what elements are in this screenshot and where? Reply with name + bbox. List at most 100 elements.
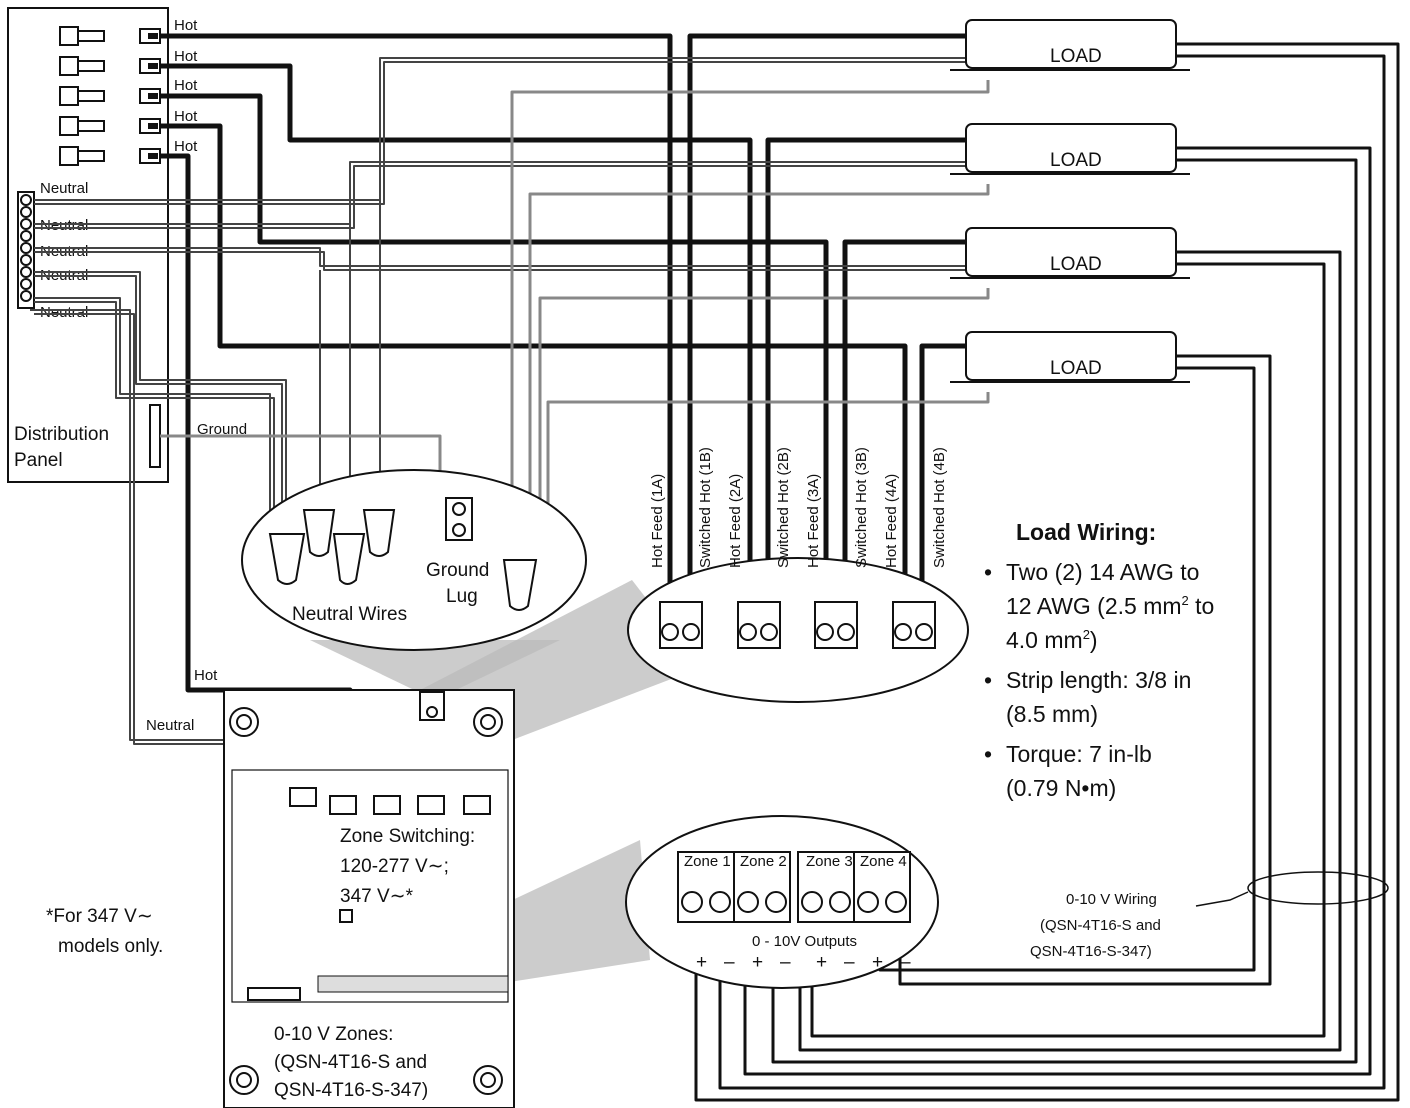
terminal-label: Switched Hot (4B) — [931, 447, 948, 568]
breaker — [59, 146, 161, 166]
polarity: – — [724, 952, 735, 973]
bullet-line: 4.0 mm2) — [1006, 627, 1098, 653]
polarity: + — [696, 952, 707, 973]
polarity: + — [752, 952, 763, 973]
zone-output-label: Zone 4 — [860, 853, 907, 870]
bullet-line: Strip length: 3/8 in — [1006, 667, 1191, 693]
panel-title-line2: Panel — [14, 450, 63, 471]
terminal-label: Hot Feed (1A) — [649, 474, 666, 568]
neutral-bus-bar — [17, 191, 35, 309]
wire-nut — [502, 559, 538, 611]
wiring010-label: QSN-4T16-S-347) — [1030, 943, 1152, 960]
zone-switching-label: 347 V∼* — [340, 886, 414, 907]
screw-terminal — [709, 891, 731, 913]
device-neutral-label: Neutral — [146, 717, 194, 734]
outputs-callout: Zone 1 Zone 2 Zone 3 Zone 4 0 - 10V Outp… — [625, 815, 939, 989]
neutral-wires-label: Neutral Wires — [292, 604, 407, 625]
zones010-label: (QSN-4T16-S and — [274, 1052, 427, 1073]
hot-label: Hot — [174, 108, 198, 125]
load-fixture: LOAD — [950, 227, 1190, 279]
load-label: LOAD — [1050, 150, 1102, 171]
neutral-label: Neutral — [40, 304, 88, 321]
device-enclosure — [223, 689, 515, 1108]
zone-output-label: Zone 1 — [684, 853, 731, 870]
breaker — [59, 86, 161, 106]
zoom-wedge — [310, 640, 560, 700]
bullet-line: 12 AWG (2.5 mm2 to — [1006, 593, 1214, 619]
neutral-label: Neutral — [40, 180, 88, 197]
bullet-line: Torque: 7 in-lb — [1006, 741, 1152, 767]
wire-bundle-callout — [1247, 871, 1389, 905]
wire-nut — [362, 509, 396, 557]
device-terminal — [463, 795, 491, 815]
load-fixture: LOAD — [950, 123, 1190, 175]
load-fixture: LOAD — [950, 19, 1190, 71]
breaker — [59, 116, 161, 136]
device-terminal — [417, 795, 445, 815]
hot-label: Hot — [174, 48, 198, 65]
wiring010-label: 0-10 V Wiring — [1066, 891, 1157, 908]
bullet-line: (0.79 N•m) — [1006, 775, 1116, 801]
ground-lug-label: Lug — [446, 586, 478, 607]
breaker — [59, 56, 161, 76]
bullet: • — [984, 559, 992, 585]
terminal-label: Hot Feed (3A) — [805, 474, 822, 568]
polarity: – — [844, 952, 855, 973]
terminal-block — [892, 601, 936, 649]
load-fixture: LOAD — [950, 331, 1190, 383]
load-wiring-title: Load Wiring: — [1016, 519, 1156, 545]
hot-label: Hot — [174, 17, 198, 34]
ground-lug-label: Ground — [426, 560, 489, 581]
terminal-label: Switched Hot (1B) — [697, 447, 714, 568]
control-wires — [694, 42, 1400, 1102]
polarity: + — [816, 952, 827, 973]
polarity: – — [900, 952, 911, 973]
screw-terminal — [801, 891, 823, 913]
ground-label: Ground — [197, 421, 247, 438]
load-label: LOAD — [1050, 254, 1102, 275]
hot-label: Hot — [174, 77, 198, 94]
neutral-label: Neutral — [40, 217, 88, 234]
panel-title-line1: Distribution — [14, 424, 109, 445]
wiring010-label: (QSN-4T16-S and — [1040, 917, 1161, 934]
footnote: *For 347 V∼ — [46, 906, 153, 927]
terminal-label: Switched Hot (2B) — [775, 447, 792, 568]
ground-wires — [160, 80, 990, 560]
wire-nut — [268, 533, 306, 585]
polarity: – — [780, 952, 791, 973]
screw-terminal — [885, 891, 907, 913]
screw-terminal — [737, 891, 759, 913]
wire-nut — [302, 509, 336, 557]
load-wiring-notes: Load Wiring: • Two (2) 14 AWG to 12 AWG … — [984, 519, 1214, 801]
zones010-label: 0-10 V Zones: — [274, 1024, 393, 1045]
ground-bus-bar — [149, 404, 161, 468]
polarity: + — [872, 952, 883, 973]
terminal-label: Switched Hot (3B) — [853, 447, 870, 568]
device-terminal — [289, 787, 317, 807]
zone-switching-label: 120-277 V∼; — [340, 856, 449, 877]
bullet: • — [984, 741, 992, 767]
device-terminal — [373, 795, 401, 815]
zone-terminal-callout — [627, 557, 969, 703]
footnote: models only. — [58, 936, 163, 957]
neutral-ground-callout: Neutral Wires Ground Lug — [241, 469, 587, 651]
hot-label: Hot — [174, 138, 198, 155]
wire-nut — [332, 533, 366, 585]
device-hot-label: Hot — [194, 667, 218, 684]
bullet-line: (8.5 mm) — [1006, 701, 1098, 727]
device-terminal — [329, 795, 357, 815]
zone-switching-label: Zone Switching: — [340, 826, 475, 847]
terminal-label: Hot Feed (4A) — [883, 474, 900, 568]
terminal-block — [737, 601, 781, 649]
distribution-panel: Distribution Panel — [7, 7, 169, 483]
screw-terminal — [857, 891, 879, 913]
screw-terminal — [829, 891, 851, 913]
zones010-label: QSN-4T16-S-347) — [274, 1080, 428, 1101]
load-label: LOAD — [1050, 358, 1102, 379]
bullet-line: Two (2) 14 AWG to — [1006, 559, 1199, 585]
zone-output-label: Zone 2 — [740, 853, 787, 870]
screw-terminal — [681, 891, 703, 913]
zone-output-label: Zone 3 — [806, 853, 853, 870]
terminal-label: Hot Feed (2A) — [727, 474, 744, 568]
